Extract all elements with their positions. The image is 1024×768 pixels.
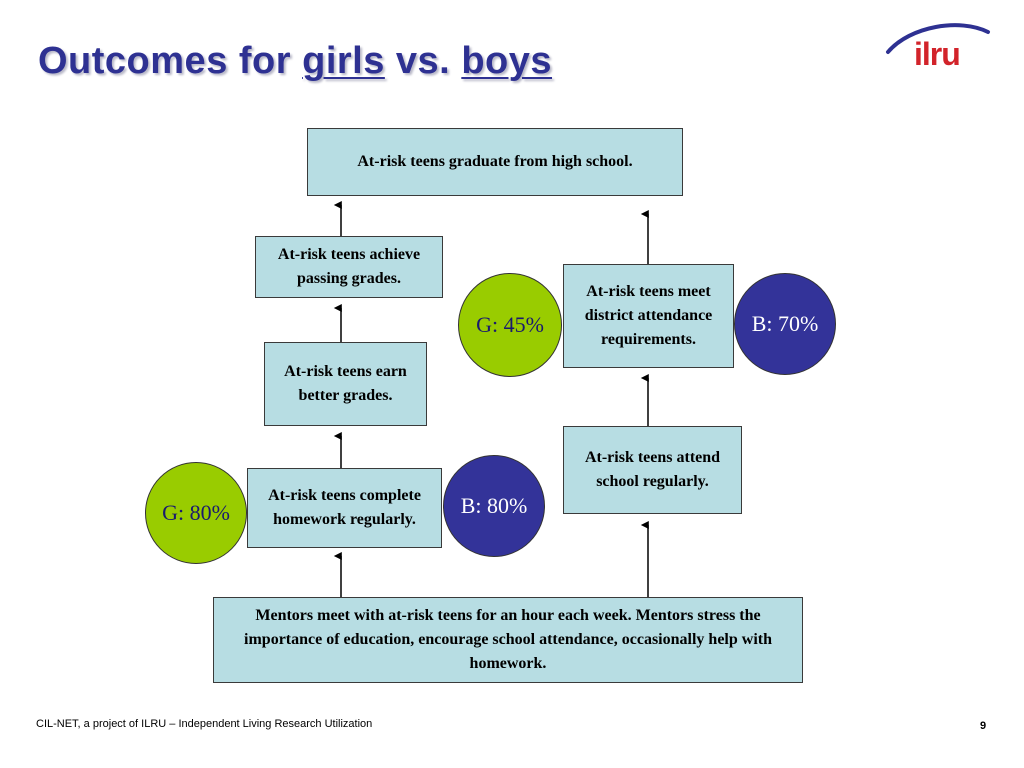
box-attend-school: At-risk teens attend school regularly. — [563, 426, 742, 514]
badge-attendance-girls: G: 45% — [458, 273, 562, 377]
ilru-logo-swoosh-icon — [886, 23, 990, 54]
ilru-logo: ilru — [914, 36, 961, 72]
badge-attendance-boys: B: 70% — [734, 273, 836, 375]
box-passing-grades: At-risk teens achieve passing grades. — [255, 236, 443, 298]
title-vs: vs. — [384, 40, 462, 82]
slide-title: Outcomes for girls vs. boys — [38, 40, 552, 83]
box-district-attendance: At-risk teens meet district attendance r… — [563, 264, 734, 368]
badge-homework-girls: G: 80% — [145, 462, 247, 564]
box-better-grades: At-risk teens earn better grades. — [264, 342, 427, 426]
page-number: 9 — [980, 720, 987, 732]
title-prefix: Outcomes for — [38, 40, 303, 82]
box-homework: At-risk teens complete homework regularl… — [247, 468, 442, 548]
box-graduate: At-risk teens graduate from high school. — [307, 128, 683, 196]
footer-credit: CIL-NET, a project of ILRU – Independent… — [36, 718, 373, 730]
title-boys: boys — [461, 40, 553, 82]
title-girls: girls — [302, 40, 385, 82]
box-mentors: Mentors meet with at-risk teens for an h… — [213, 597, 803, 683]
badge-homework-boys: B: 80% — [443, 455, 545, 557]
